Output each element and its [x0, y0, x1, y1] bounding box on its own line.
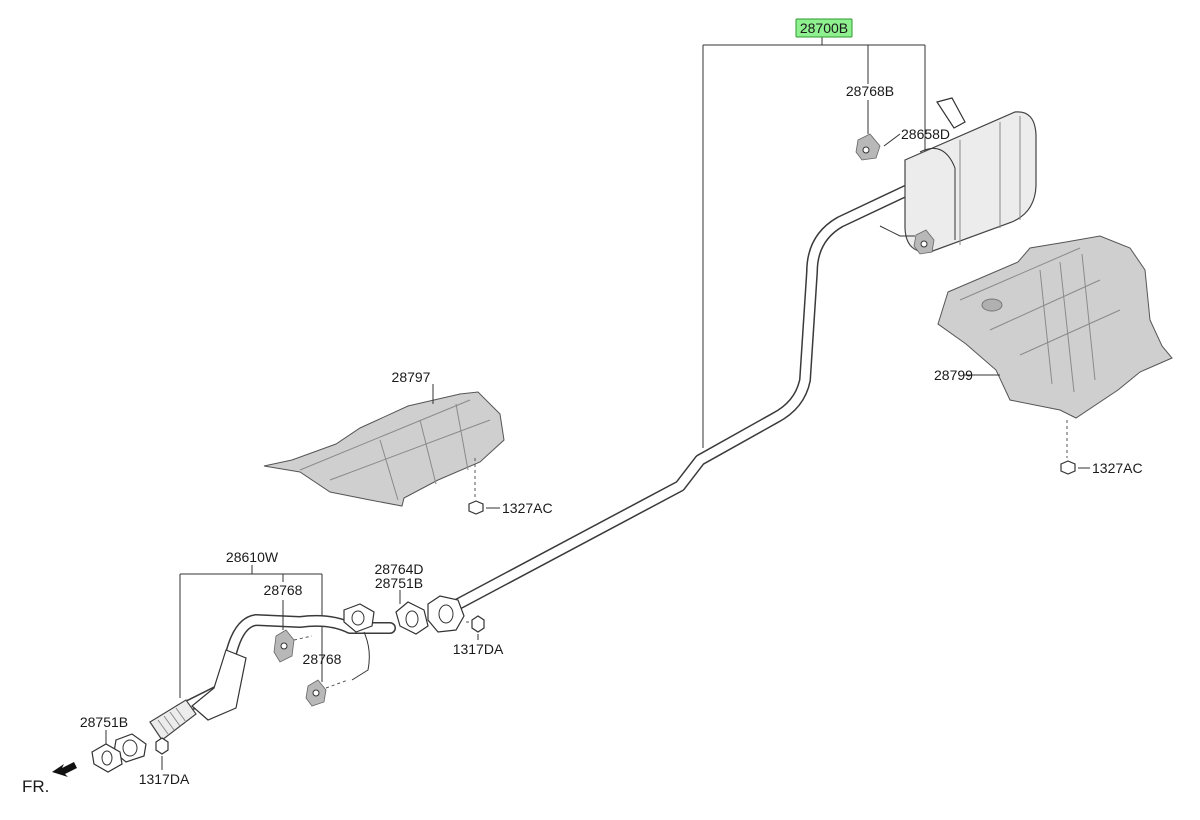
center-pipe — [441, 182, 918, 616]
muffler — [879, 97, 1037, 253]
label-heat-shield-center[interactable]: 28797 — [392, 369, 431, 385]
heat-shield-rear — [937, 235, 1173, 458]
front-pipe-bracket — [179, 565, 323, 698]
bolt-front — [155, 737, 169, 755]
center-pipe-flange — [427, 595, 465, 633]
label-heat-shield-rear[interactable]: 28799 — [934, 367, 973, 383]
label-gasket-center-a[interactable]: 28764D — [374, 561, 423, 577]
label-hanger-rear[interactable]: 28768B — [846, 83, 894, 99]
front-flange — [113, 733, 147, 763]
heat-shield-center — [263, 391, 505, 507]
bolt-center — [466, 615, 485, 633]
label-hanger-front-upper[interactable]: 28768 — [264, 582, 303, 598]
label-gasket-center-b[interactable]: 28751B — [375, 575, 423, 591]
front-pipe — [149, 603, 396, 741]
front-indicator-label: FR. — [22, 777, 49, 796]
hanger-front-upper — [273, 629, 313, 663]
assembly-highlight — [795, 18, 853, 38]
rubber-hanger-muffler — [913, 229, 935, 255]
label-hanger-front-lower[interactable]: 28768 — [303, 651, 342, 667]
hanger-front-lower — [305, 679, 349, 707]
label-bolt-center[interactable]: 1317DA — [453, 641, 504, 657]
label-muffler-bracket[interactable]: 28658D — [901, 126, 950, 142]
label-nut-rear[interactable]: 1327AC — [1092, 460, 1143, 476]
gasket-center — [395, 601, 429, 635]
nut-rear — [1060, 460, 1076, 475]
arrow-left-down-icon — [52, 762, 77, 777]
leader-lines — [105, 100, 1090, 770]
label-nut-center[interactable]: 1327AC — [502, 500, 553, 516]
label-bolt-front[interactable]: 1317DA — [139, 771, 190, 787]
label-assembly[interactable]: 28700B — [800, 20, 848, 36]
nut-center — [468, 500, 484, 515]
rubber-hanger-rear — [855, 133, 881, 161]
label-front-pipe[interactable]: 28610W — [226, 549, 279, 565]
label-gasket-front[interactable]: 28751B — [80, 714, 128, 730]
gasket-front — [91, 743, 123, 773]
